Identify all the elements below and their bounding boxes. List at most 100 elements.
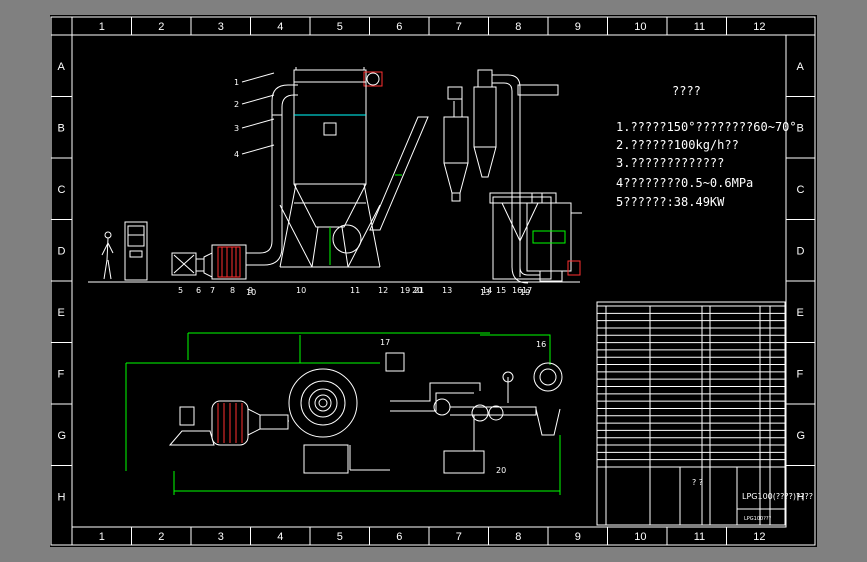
plan-callout: 20: [496, 466, 506, 475]
collector-plan: [533, 362, 563, 392]
plan-callout: 19: [520, 288, 530, 297]
column-label: 9: [575, 531, 581, 543]
column-label: 11: [694, 21, 705, 33]
row-label: C: [58, 184, 66, 196]
cyclone-separator-1: [443, 86, 469, 202]
column-label: 12: [753, 21, 765, 33]
spec-line-5: 5??????:38.49KW: [616, 195, 725, 209]
column-label: 10: [634, 531, 646, 543]
fan-plan: [179, 406, 195, 426]
elevation-callout: 21: [414, 286, 424, 295]
column-label: 7: [456, 21, 462, 33]
column-label: 2: [158, 21, 164, 33]
elevation-callout: 12: [378, 286, 388, 295]
drying-tower: [279, 81, 381, 268]
row-label: F: [58, 368, 65, 380]
filter-plan: [168, 430, 215, 446]
row-label: H: [797, 491, 805, 503]
elevation-callout: 10: [296, 286, 306, 295]
elevation-callout: 3: [234, 124, 239, 133]
exhaust-duct: [492, 74, 540, 284]
elevation-callout: 15: [496, 286, 506, 295]
control-cabinet: [124, 221, 148, 281]
title-block: ? ? LPG100(????)???? LPG100???: [596, 301, 813, 526]
column-label: 12: [753, 531, 765, 543]
column-label: 2: [158, 531, 164, 543]
parts-list-grid: [597, 305, 785, 525]
elevation-callout: 7: [210, 286, 215, 295]
column-label: 7: [456, 531, 462, 543]
column-label: 8: [515, 21, 521, 33]
wet-scrubber: [489, 84, 559, 280]
column-label: 10: [634, 21, 646, 33]
row-label: D: [58, 245, 66, 257]
air-distributor: [293, 67, 383, 87]
spec-title: ????: [672, 84, 701, 98]
elevation-callout: 19: [400, 286, 410, 295]
column-label: 3: [218, 21, 224, 33]
row-label: G: [58, 430, 67, 442]
plan-callout: 16: [536, 340, 546, 349]
elevation-callout: 16: [512, 286, 522, 295]
air-filter: [203, 252, 213, 278]
column-label: 4: [277, 21, 283, 33]
elevation-callout: 14: [482, 286, 492, 295]
tower-plan-outer: [288, 368, 358, 438]
elevation-callout: 20: [412, 286, 422, 295]
row-label: C: [797, 184, 805, 196]
column-label: 1: [99, 21, 105, 33]
plan-callout: 10: [246, 288, 256, 297]
elevation-callout: 6: [196, 286, 201, 295]
elevation-callout: 1: [234, 78, 239, 87]
elevation-callout: 9: [248, 286, 253, 295]
elevation-view: ???? 1.?????150°????????60~70° 2.??????1…: [88, 67, 797, 295]
supply-fan: [171, 252, 205, 276]
elevation-callout: 5: [178, 286, 183, 295]
inclined-duct: [369, 116, 429, 231]
row-label: E: [797, 307, 804, 319]
row-label: E: [58, 307, 65, 319]
row-label: B: [797, 122, 804, 134]
cyclone-separator-2: [473, 69, 497, 178]
elevation-callout: 4: [234, 150, 239, 159]
column-label: 5: [337, 21, 343, 33]
elevation-callout: 2: [234, 100, 239, 109]
column-label: 1: [99, 531, 105, 543]
electric-heater: [211, 244, 247, 280]
spec-line-1: 1.?????150°????????60~70°: [616, 120, 797, 134]
pump-plan: [385, 352, 405, 372]
elevation-callout: 17: [522, 286, 532, 295]
column-label: 4: [277, 531, 283, 543]
spec-line-3: 3.?????????????: [616, 156, 724, 170]
scrubber-plan: [443, 450, 485, 474]
column-label: 6: [396, 21, 402, 33]
row-label: A: [797, 61, 805, 73]
column-label: 5: [337, 531, 343, 543]
elevation-callout: 11: [350, 286, 360, 295]
row-label: D: [797, 245, 805, 257]
row-label: H: [58, 491, 66, 503]
title-block-center-text: ? ?: [692, 478, 703, 487]
drawing-code: LPG100???: [744, 516, 772, 522]
column-label: 9: [575, 21, 581, 33]
column-label: 8: [515, 531, 521, 543]
human-figure: [101, 231, 114, 280]
plan-callout: 17: [380, 338, 390, 347]
column-label: 6: [396, 531, 402, 543]
heater-plan: [211, 400, 249, 446]
plan-callout: 13: [480, 288, 490, 297]
column-label: 3: [218, 531, 224, 543]
row-label: B: [58, 122, 65, 134]
column-label: 11: [694, 531, 705, 543]
elevation-callout: 13: [442, 286, 452, 295]
hot-air-duct: [246, 84, 298, 266]
spec-line-4: 4????????0.5~0.6MPa: [616, 176, 753, 190]
